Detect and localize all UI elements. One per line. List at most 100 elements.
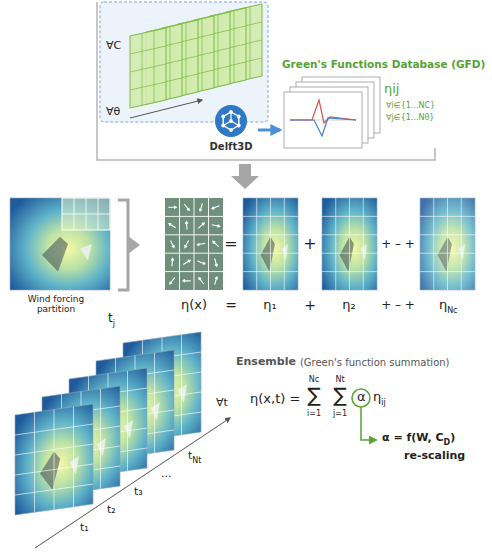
island-shape: [459, 244, 466, 261]
grid-lines: [420, 198, 475, 290]
island-shape: [178, 384, 187, 403]
wind-vector-grid: [165, 198, 223, 290]
axis-label: ∀t: [216, 397, 228, 410]
vector-field: [165, 198, 223, 290]
operator: + – +: [381, 238, 415, 252]
time-label: ...: [161, 468, 172, 481]
caption-label: Wind forcing partition: [8, 294, 104, 315]
section-heading: (Green's function summation): [300, 357, 450, 369]
partition-label: t: [108, 312, 113, 326]
formula-term: ): [450, 432, 455, 445]
axis-label: ∀θ: [106, 106, 120, 119]
wind-map: [10, 198, 110, 290]
land-shape: [438, 237, 452, 272]
time-label: t₁: [80, 522, 89, 535]
section-heading: Ensemble: [236, 356, 296, 369]
function-symbol: ηij: [384, 82, 399, 97]
vector-grid-lines: [165, 198, 223, 290]
index-range: ∀i∈{1...NC}: [386, 101, 435, 110]
panel-face: [130, 28, 166, 108]
function-card: [284, 92, 362, 148]
formula-term: η: [373, 390, 381, 405]
time-label: t₃: [134, 486, 143, 499]
icon-dot: [229, 110, 233, 114]
grid-lines: [243, 198, 298, 290]
map-field: [322, 198, 377, 290]
annotation: re-scaling: [404, 450, 465, 463]
operator: +: [304, 297, 316, 313]
island-shape: [282, 244, 289, 261]
partition-cells: [62, 198, 110, 230]
partition-overlay: [62, 198, 110, 230]
term-label: η(x): [181, 298, 207, 313]
wind-map: [420, 198, 475, 290]
icon-dot: [221, 124, 225, 128]
formula-limit: Nt: [335, 375, 344, 384]
sum-symbol: ∑: [307, 384, 320, 407]
grid-lines: [15, 404, 93, 515]
partition-arrow: [128, 236, 140, 254]
wind-vectors: [168, 203, 219, 284]
island-shape: [124, 420, 133, 439]
subscript: Nc: [447, 306, 457, 315]
flow-arrow: [231, 164, 259, 189]
formula-limit: i=1: [307, 409, 321, 418]
map-field: [420, 198, 475, 290]
database-cards: [282, 72, 382, 154]
icon-dot: [237, 124, 241, 128]
partition-grid: [62, 198, 110, 230]
formula-term: α = f(W, C: [382, 432, 444, 445]
map-field: [10, 198, 110, 290]
panel-grid: [130, 31, 166, 106]
flow-connector: [258, 129, 280, 132]
sum-symbol: ∑: [333, 384, 346, 407]
icon-dot: [221, 115, 225, 119]
land-shape: [261, 237, 275, 272]
axis-label: ∀C: [106, 40, 121, 53]
model-icon: [214, 104, 248, 138]
wind-map: [15, 404, 93, 515]
island-shape: [361, 244, 368, 261]
response-curve: [290, 118, 356, 136]
land-shape: [42, 237, 68, 272]
term-label: η₁: [263, 298, 276, 313]
partition-bracket: [118, 200, 128, 290]
icon-hexagon: [223, 112, 239, 130]
formula-limit: j=1: [333, 409, 347, 418]
icon-disc: [215, 105, 247, 137]
input-region: [100, 2, 268, 122]
section-bracket: [97, 2, 435, 160]
icon-dot: [229, 128, 233, 132]
coefficient-highlight: [352, 389, 370, 407]
time-label: t: [188, 450, 192, 463]
island-shape: [80, 244, 92, 261]
island-shape: [70, 456, 79, 475]
term-label: η₂: [342, 298, 355, 313]
wind-map: [243, 198, 298, 290]
island-shape: [151, 402, 160, 421]
forcing-panel: [130, 28, 166, 108]
operator: =: [225, 297, 237, 313]
land-shape: [340, 237, 354, 272]
subscript: j: [113, 319, 115, 328]
icon-dot: [229, 119, 233, 123]
direction-arrow: [130, 100, 202, 118]
subscript: Nt: [192, 456, 201, 465]
map-field: [15, 404, 93, 515]
time-axis: [35, 418, 230, 548]
database-title: Green's Functions Database (GFD): [282, 58, 485, 70]
subscript: ij: [381, 398, 385, 407]
island-shape: [97, 438, 106, 457]
subscript: D: [444, 438, 451, 447]
coefficient-leader: [361, 407, 376, 440]
index-range: ∀j∈{1...Nθ}: [386, 113, 434, 122]
formula-term: η(x,t) =: [250, 392, 300, 407]
operator: + – +: [381, 299, 415, 313]
time-label: t₂: [107, 504, 116, 517]
model-node: Delft3D: [206, 104, 256, 156]
operator: +: [303, 235, 316, 253]
map-field: [243, 198, 298, 290]
